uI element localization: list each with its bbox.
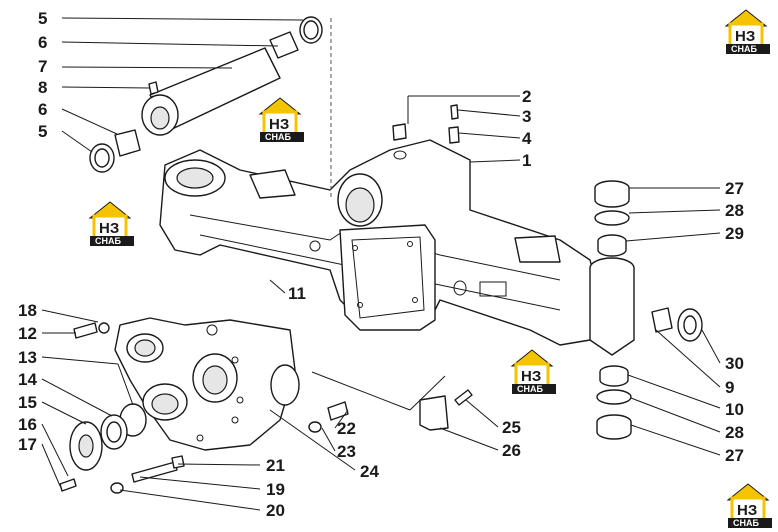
callout-3: 3 (522, 107, 531, 126)
svg-text:НЗ: НЗ (99, 220, 119, 237)
watermark-logo-bottom-right: НЗ СНАБ (726, 482, 774, 530)
svg-text:СНАБ: СНАБ (517, 384, 543, 394)
axle-housing (159, 139, 635, 356)
callout-24: 24 (360, 462, 379, 481)
svg-text:СНАБ: СНАБ (731, 44, 757, 54)
callout-5-top: 5 (38, 9, 47, 28)
callout-18: 18 (18, 301, 37, 320)
callout-23: 23 (337, 442, 356, 461)
callout-28-bottom: 28 (725, 423, 744, 442)
watermark-logo-top-right: НЗ СНАБ (724, 8, 772, 56)
callout-30: 30 (725, 354, 744, 373)
callout-6-top: 6 (38, 33, 47, 52)
svg-text:СНАБ: СНАБ (95, 236, 121, 246)
watermark-logo-upper-center: НЗ СНАБ (258, 96, 306, 144)
callout-27-bottom: 27 (725, 446, 744, 465)
callout-14: 14 (18, 370, 37, 389)
callout-9: 9 (725, 378, 734, 397)
watermark-logo-left: НЗ СНАБ (88, 200, 136, 248)
callout-6-bottom: 6 (38, 100, 47, 119)
right-bushings (594, 180, 703, 440)
leader-lines (41, 17, 721, 511)
callout-27-top: 27 (725, 179, 744, 198)
callout-25: 25 (502, 418, 521, 437)
callout-labels: 5 6 7 8 6 5 2 3 4 1 27 28 29 30 9 10 28 … (18, 9, 744, 520)
callout-2: 2 (522, 87, 531, 106)
callout-5-bottom: 5 (38, 122, 47, 141)
callout-29: 29 (725, 224, 744, 243)
watermark-logo-center: НЗ СНАБ (510, 348, 558, 396)
callout-10: 10 (725, 400, 744, 419)
svg-text:НЗ: НЗ (269, 116, 289, 133)
callout-22: 22 (337, 419, 356, 438)
callout-19: 19 (266, 480, 285, 499)
callout-4: 4 (522, 129, 532, 148)
svg-text:СНАБ: СНАБ (265, 132, 291, 142)
callout-8: 8 (38, 78, 47, 97)
callout-20: 20 (266, 501, 285, 520)
callout-28-top: 28 (725, 201, 744, 220)
callout-7: 7 (38, 57, 47, 76)
callout-16: 16 (18, 415, 37, 434)
callout-17: 17 (18, 435, 37, 454)
callout-1: 1 (522, 151, 531, 170)
callout-21: 21 (266, 456, 285, 475)
breather-fittings (392, 104, 460, 160)
svg-text:НЗ: НЗ (735, 28, 755, 45)
kingpin-assembly (89, 16, 323, 173)
callout-11: 11 (288, 284, 306, 303)
callout-12: 12 (18, 324, 37, 343)
svg-text:НЗ: НЗ (737, 502, 757, 519)
svg-text:СНАБ: СНАБ (733, 518, 759, 528)
callout-26: 26 (502, 441, 521, 460)
callout-15: 15 (18, 393, 37, 412)
callout-13: 13 (18, 348, 37, 367)
steering-knuckle (59, 317, 473, 494)
svg-text:НЗ: НЗ (521, 368, 541, 385)
